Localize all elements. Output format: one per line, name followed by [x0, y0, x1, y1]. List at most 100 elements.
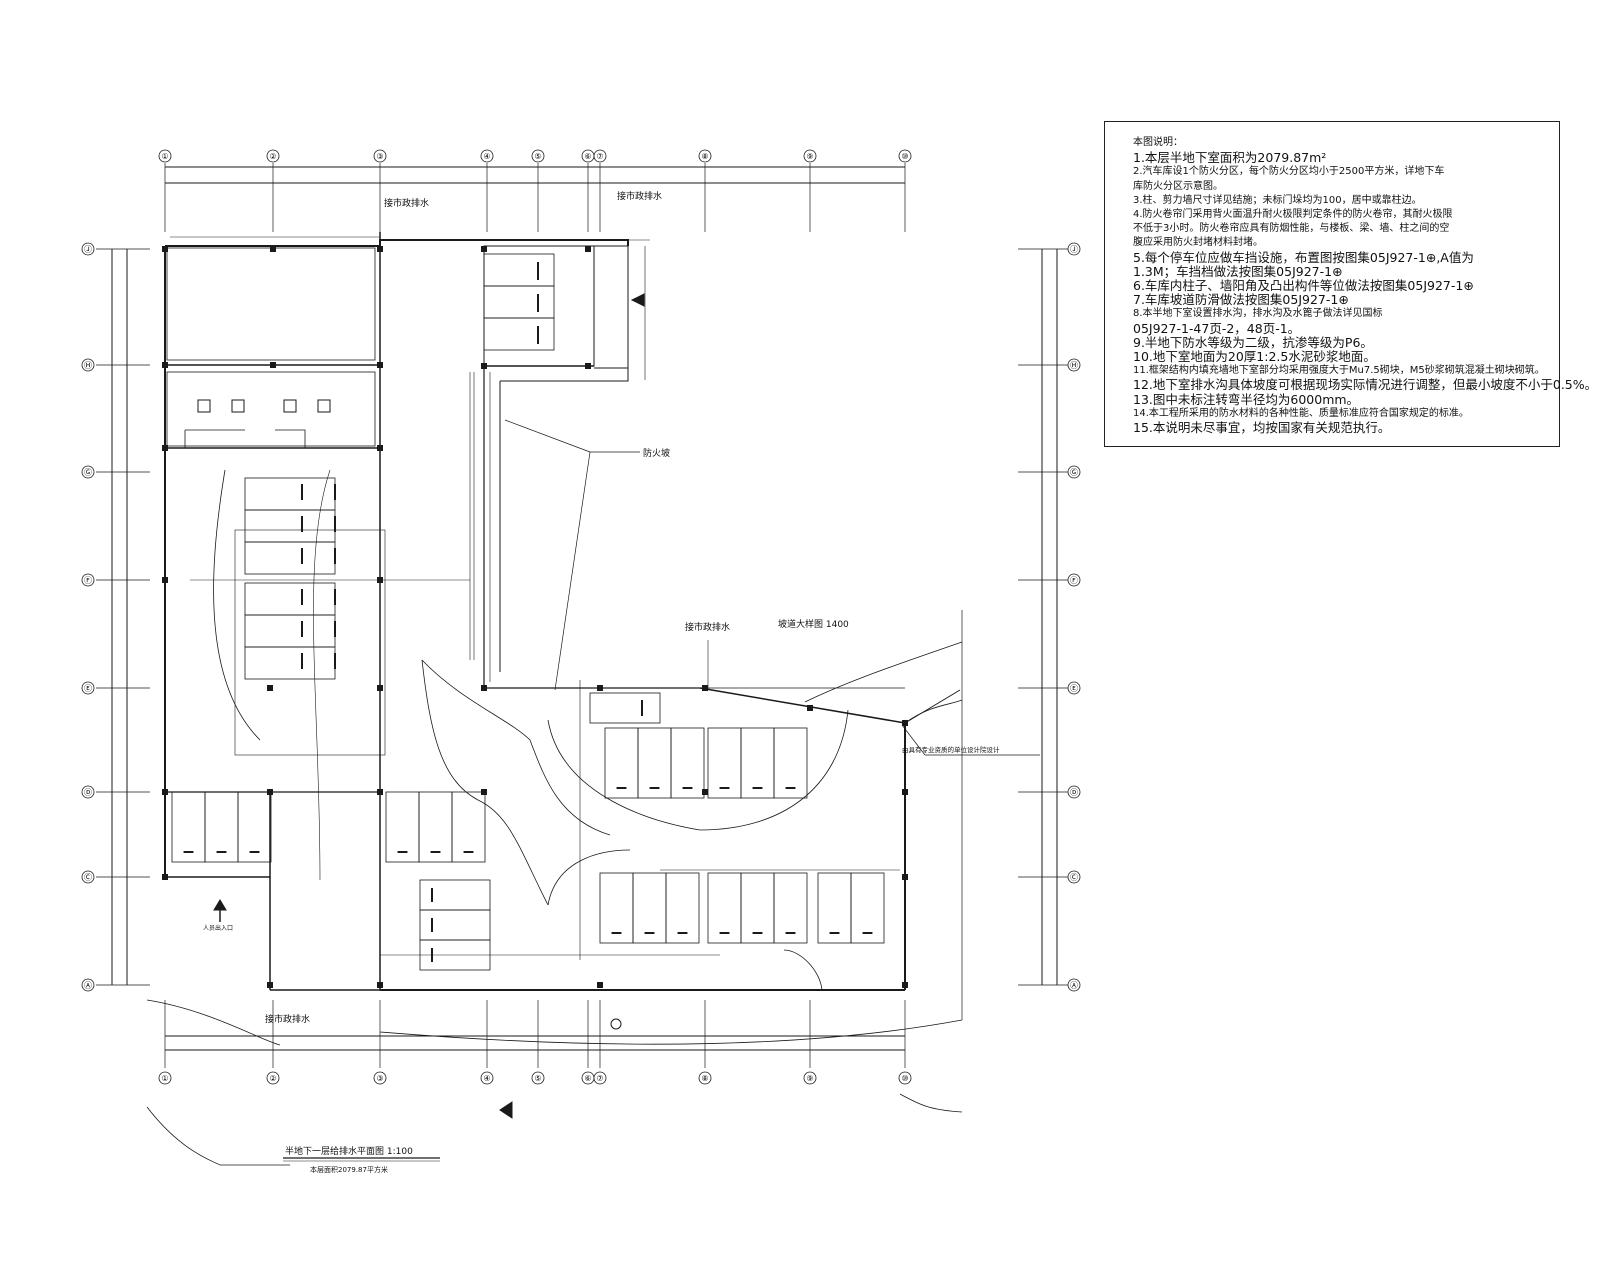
axis-bubble: [373, 1071, 387, 1085]
axis-col-label: ②: [269, 1074, 276, 1083]
fire-slope-wall-inner-top: [500, 368, 629, 382]
axis-col-label: ⑩: [901, 152, 908, 161]
axis-bubble: [531, 149, 545, 163]
parking-stall: [483, 253, 555, 287]
axis-col-label: ①: [161, 152, 168, 161]
note-line: 05J927-1-47页-2，48页-1。: [1133, 320, 1301, 336]
axis-col-label: ⑤: [534, 152, 541, 161]
structural-column: [270, 246, 276, 252]
note-line: 不低于3小时。防火卷帘应具有防烟性能，与楼板、梁、墙、柱之间的空: [1133, 223, 1450, 235]
plan-subtitle: 本层面积2079.87平方米: [310, 1165, 388, 1174]
pump-4: [317, 399, 331, 413]
fire-slope-wall-outer: [483, 366, 700, 689]
axis-bubble: [1067, 870, 1081, 884]
axis-bubble: [803, 1071, 817, 1085]
axis-row-label: Ⓓ: [84, 788, 92, 797]
axis-bubble: [373, 149, 387, 163]
parking-stall: [237, 791, 272, 863]
structural-column: [162, 789, 168, 795]
structural-column: [377, 685, 383, 691]
note-line: 3.柱、剪力墙尺寸详见结施；未标门垛均为100，居中或靠柱边。: [1133, 194, 1422, 206]
axis-col-label: ②: [269, 152, 276, 161]
structural-column: [162, 874, 168, 880]
note-line: 4.防火卷帘门采用背火面温升耐火极限判定条件的防火卷帘，其耐火极限: [1133, 209, 1453, 221]
ramp-curve-top: [804, 641, 963, 703]
entrance-arrow-icon: [213, 899, 227, 911]
note-line: 10.地下室地面为20厚1:2.5水泥砂浆地面。: [1133, 349, 1376, 365]
axis-col-label: ⑩: [901, 1074, 908, 1083]
note-line: 1.3M；车挡档做法按图集05J927-1⊕: [1133, 263, 1343, 279]
axis-col-label: ⑥: [584, 1074, 591, 1083]
axis-bubble: [1067, 358, 1081, 372]
ramp-extension: [904, 689, 961, 724]
axis-bubble: [1067, 785, 1081, 799]
parking-stall: [419, 909, 491, 941]
axis-col-label: ⑤: [534, 1074, 541, 1083]
pump-room-partition: [184, 429, 306, 448]
note-line: 6.车库内柱子、墙阳角及凸出构件等位做法按图集05J927-1⊕: [1133, 278, 1474, 294]
structural-column: [267, 982, 273, 988]
axis-row-label: Ⓔ: [84, 684, 92, 693]
leader-fire-slope-2: [504, 419, 591, 453]
axis-bubble: [898, 1071, 912, 1085]
driveway-curve-1: [421, 659, 549, 906]
stair-room: [594, 245, 629, 369]
note-line: 库防火分区示意图。: [1133, 180, 1223, 192]
structural-column: [597, 982, 603, 988]
note-line: 8.本半地下室设置排水沟，排水沟及水篦子做法详见国标: [1133, 308, 1383, 320]
site-curve-bottom: [379, 1019, 963, 1045]
machine-room: [166, 247, 376, 361]
axis-row-label: Ⓒ: [1070, 873, 1078, 882]
axis-row-label: Ⓔ: [1070, 684, 1078, 693]
structural-column: [902, 720, 908, 726]
note-line: 1.本层半地下室面积为2079.87m²: [1133, 150, 1327, 166]
axis-row-label: Ⓕ: [84, 576, 92, 585]
direction-arrow-right-icon: [630, 293, 645, 307]
axis-row-label: Ⓒ: [84, 873, 92, 882]
axis-col-label: ④: [483, 1074, 490, 1083]
structural-column: [162, 577, 168, 583]
note-line: 7.车库坡道防滑做法按图集05J927-1⊕: [1133, 292, 1349, 308]
site-curve-right: [899, 1093, 963, 1113]
axis-bubble: [266, 149, 280, 163]
driveway-curve-6: [783, 949, 823, 991]
drainage-pipes: [170, 236, 900, 960]
driveway-curve-7: [313, 469, 331, 881]
pump-room: [166, 371, 376, 447]
structural-column: [585, 246, 591, 252]
label-municipal-mid: 接市政排水: [685, 621, 730, 633]
structural-column: [902, 789, 908, 795]
structural-column: [481, 685, 487, 691]
axis-col-label: ⑦: [596, 1074, 603, 1083]
ramp-curve-low: [904, 699, 963, 724]
axis-col-label: ①: [161, 1074, 168, 1083]
axis-col-label: ⑥: [584, 152, 591, 161]
note-line: 腹应采用防火封堵材料封堵。: [1133, 237, 1263, 249]
parking-stall: [589, 692, 661, 724]
driveway-curve-3: [213, 469, 261, 741]
axis-bubble: [1067, 978, 1081, 992]
axis-bubble: [1067, 242, 1081, 256]
axis-row-label: Ⓙ: [84, 245, 92, 254]
axis-bubble: [81, 242, 95, 256]
structural-column: [585, 363, 591, 369]
label-ramp-detail: 坡道大样图 1400: [778, 618, 849, 630]
notes-title: 本图说明：: [1133, 137, 1183, 148]
axis-bubble: [803, 149, 817, 163]
structural-column: [481, 246, 487, 252]
parking-stall: [773, 727, 808, 799]
axis-col-label: ⑧: [701, 1074, 708, 1083]
note-line: 9.半地下防水等级为二级，抗渗等级为P6。: [1133, 334, 1373, 350]
label-municipal-top-left: 接市政排水: [384, 197, 429, 209]
axis-bubble: [593, 1071, 607, 1085]
site-curve-left-2: [146, 1106, 221, 1166]
note-line: 12.地下室排水沟具体坡度可根据现场实际情况进行调整，但最小坡度不小于0.5%。: [1133, 377, 1598, 393]
note-line: 11.框架结构内填充墙地下室部分均采用强度大于Mu7.5砌块，M5砂浆砌筑混凝土…: [1133, 365, 1545, 377]
ramp-edge: [699, 687, 906, 724]
parking-stall: [244, 509, 336, 543]
structural-column: [267, 789, 273, 795]
structural-column: [162, 445, 168, 451]
axis-col-label: ⑦: [596, 152, 603, 161]
